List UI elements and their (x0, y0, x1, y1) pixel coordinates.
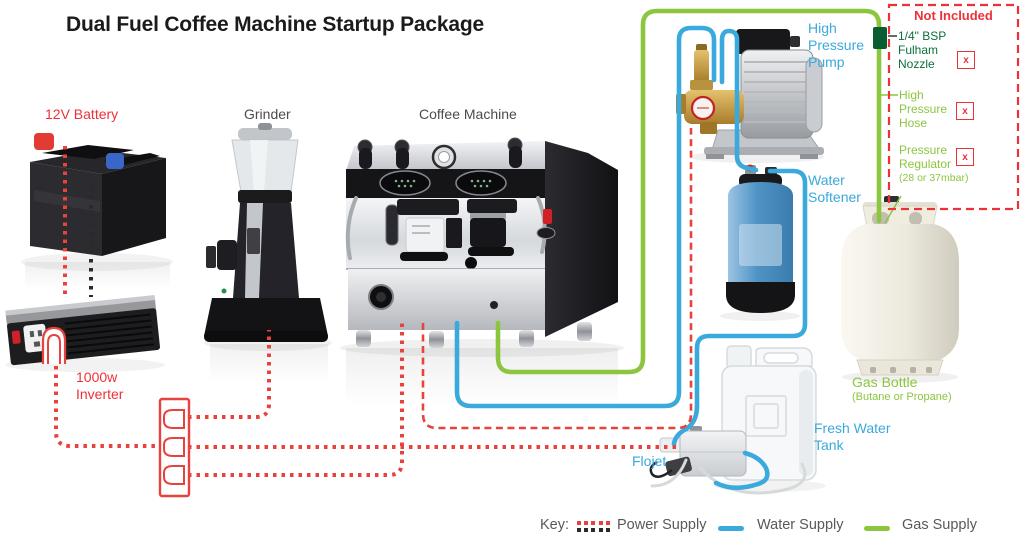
power-supply-swatch (577, 521, 610, 532)
battery-illustration (30, 133, 166, 256)
excluded-mark-regulator: x (956, 148, 974, 166)
not-included-item-nozzle: 1/4" BSP Fulham Nozzle (898, 29, 947, 72)
power-line-block-to-machine (188, 323, 404, 477)
legend-power-label: Power Supply (617, 517, 707, 533)
gas-supply-swatch (864, 526, 890, 531)
inverter-label: 1000w Inverter (76, 369, 123, 403)
plug-socket-3 (163, 465, 185, 485)
water-supply-lines (454, 25, 808, 491)
inverter-plug-outline (41, 326, 67, 364)
regulator-item-line1: Pressure (899, 143, 948, 157)
nozzle-item-line2: Fulham (898, 42, 939, 57)
excluded-mark-hose: x (956, 102, 974, 120)
battery-label: 12V Battery (45, 106, 119, 122)
left-control-panel (379, 170, 431, 196)
page-title: Dual Fuel Coffee Machine Startup Package (66, 13, 484, 36)
excluded-mark-nozzle: x (957, 51, 975, 69)
not-included-item-regulator: Pressure Regulator (28 or 37mbar) (899, 143, 969, 184)
grinder-label: Grinder (244, 106, 291, 122)
plug-socket-1 (163, 409, 185, 429)
pump-label-line1: High (808, 20, 837, 36)
inverter-switch (11, 330, 21, 344)
pump-illustration (676, 29, 824, 159)
battery-negative-terminal (106, 153, 124, 169)
pump-label: High Pressure Pump (808, 20, 864, 71)
nozzle-item-line1: 1/4" BSP (898, 29, 947, 43)
extension-block (158, 397, 191, 498)
nozzle-item-line3: Nozzle (898, 56, 935, 71)
hose-item-line2: Pressure (899, 101, 948, 116)
gas-bottle-illustration (841, 196, 959, 376)
fresh-water-tank-illustration (721, 345, 817, 481)
bsp-nozzle (873, 27, 897, 49)
water-line-softener-to-flojet (671, 168, 808, 447)
power-line-block-to-grinder (188, 330, 271, 419)
left-steam-wand (345, 196, 358, 260)
legend-gas-label: Gas Supply (902, 517, 977, 533)
right-control-panel (455, 170, 507, 196)
legend-key-label: Key: (540, 517, 570, 533)
flojet-label: Flojet (632, 453, 667, 469)
hose-item-line1: High (899, 88, 924, 102)
battery-positive-terminal (34, 133, 54, 150)
left-group-head (400, 252, 448, 261)
water-line-pump-to-machine (454, 25, 717, 409)
softener-label-line2: Softener (808, 189, 861, 206)
regulator-item-line2: Regulator (899, 156, 952, 171)
pump-label-line3: Pump (808, 54, 845, 71)
coffee-machine-label: Coffee Machine (419, 106, 517, 122)
plug-socket-2 (163, 437, 185, 457)
right-steam-wand (536, 196, 547, 254)
not-included-title: Not Included (914, 8, 993, 23)
water-line-pump-to-softener (719, 28, 759, 173)
power-line-inverter-to-block (54, 366, 160, 448)
fresh-water-tank-label: Fresh Water Tank (814, 420, 891, 454)
tank-label-line2: Tank (814, 437, 844, 454)
not-included-item-hose: High Pressure Hose (899, 88, 948, 131)
tank-cap (726, 345, 752, 369)
pump-label-line2: Pressure (808, 37, 865, 54)
gas-bottle-label: Gas Bottle (852, 374, 918, 390)
gas-line-bottle-to-machine (495, 8, 882, 375)
water-line-flojet-to-tank (713, 450, 770, 491)
grinder-illustration (204, 123, 328, 342)
power-line-machine-to-pump (421, 128, 693, 430)
inverter-label-line2: Inverter (76, 386, 124, 403)
water-softener-label: Water Softener (808, 172, 861, 206)
softener-label-line1: Water (808, 172, 845, 188)
water-softener-illustration (726, 164, 795, 313)
legend-water-label: Water Supply (757, 517, 844, 533)
regulator-item-line3: (28 or 37mbar) (899, 171, 969, 184)
inverter-label-line1: 1000w (76, 369, 118, 385)
water-supply-swatch (718, 526, 744, 531)
not-included-box (887, 3, 1020, 211)
inverter-illustration (5, 295, 160, 366)
hose-item-line3: Hose (899, 115, 928, 130)
tank-label-line1: Fresh Water (814, 420, 891, 436)
right-group-head (468, 247, 514, 256)
gas-bottle-sublabel: (Butane or Propane) (852, 391, 952, 403)
coffee-machine-illustration (345, 137, 618, 348)
power-supply-lines (54, 128, 693, 477)
